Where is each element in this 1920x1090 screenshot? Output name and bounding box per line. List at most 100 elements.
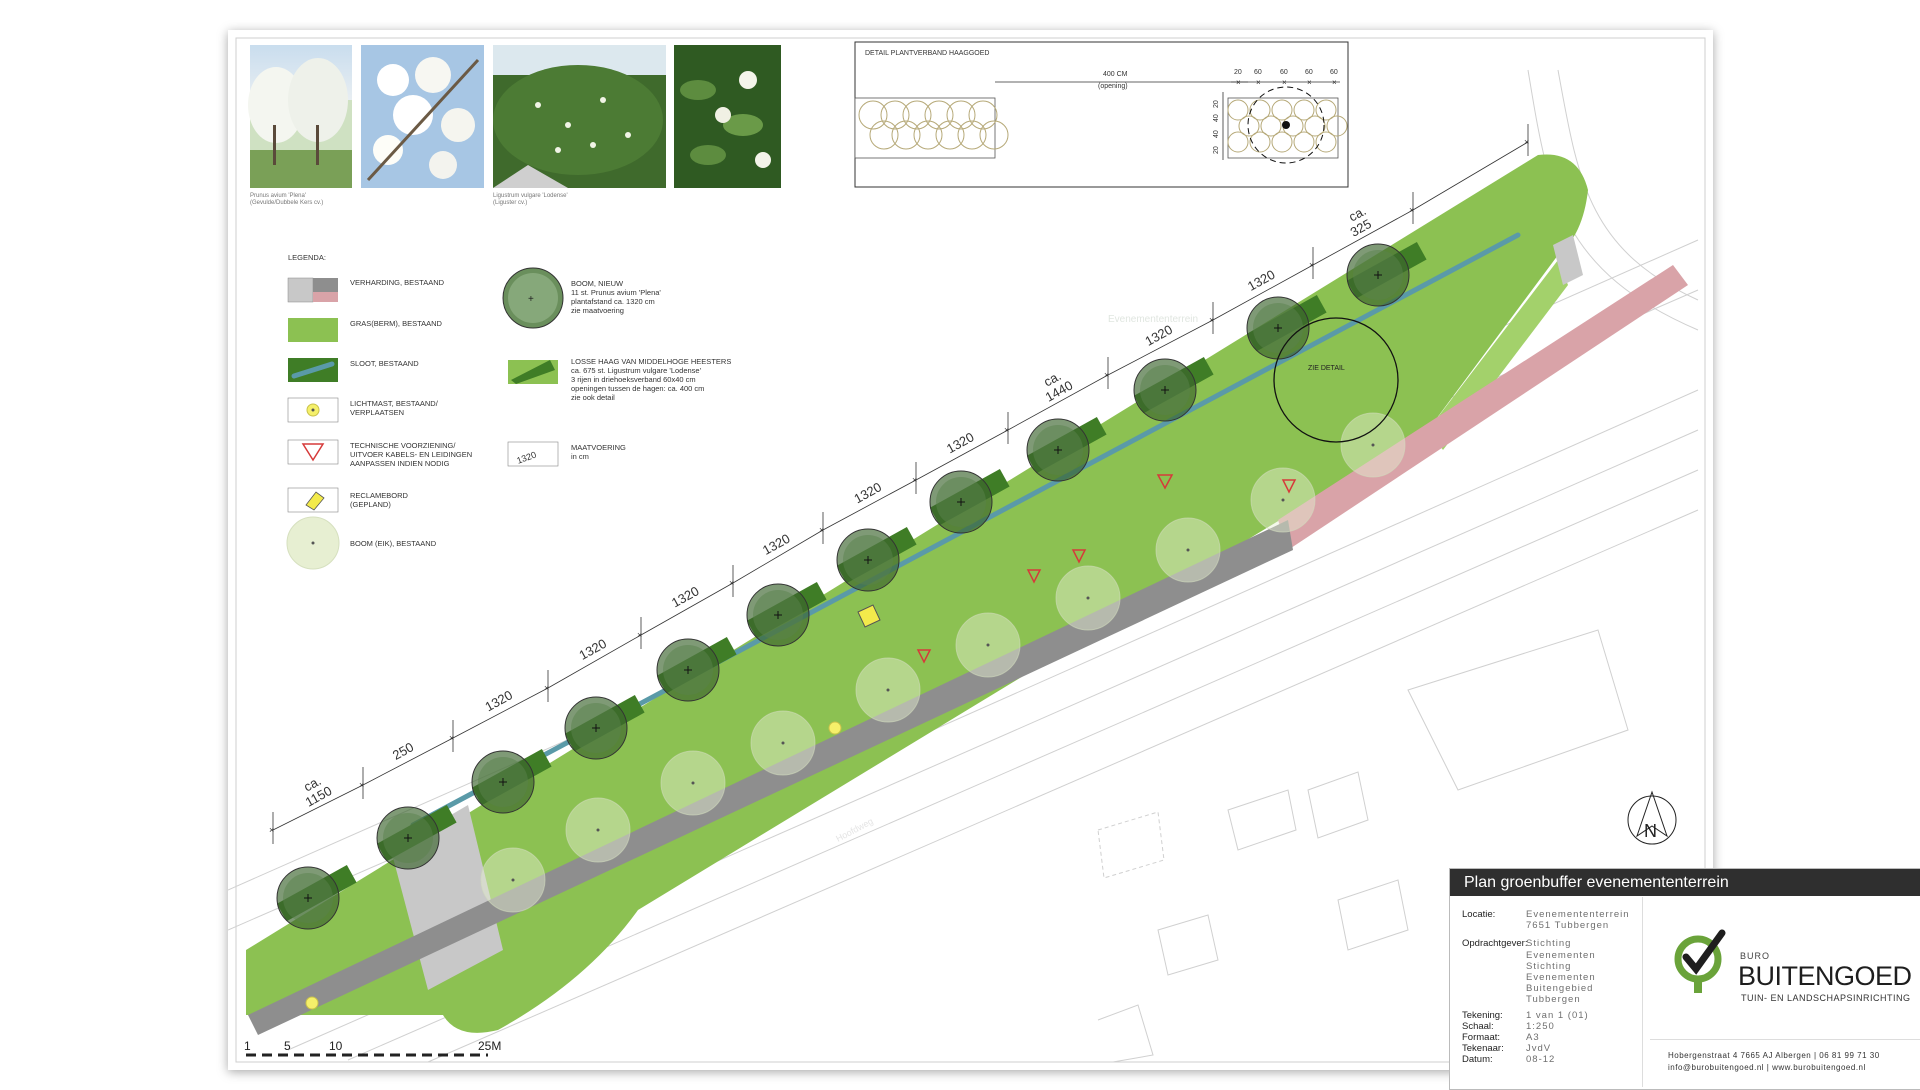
photo-prunus-2 <box>361 45 484 188</box>
legend-haag-text: openingen tussen de hagen: ca. 400 cm <box>571 384 704 393</box>
swatch-haag <box>508 360 558 384</box>
sheet-border <box>235 37 1706 1063</box>
legend-haag-text: LOSSE HAAG VAN MIDDELHOGE HEESTERS <box>571 357 731 366</box>
photo-caption-prunus-2: (Gevulde/Dubbele Kers cv.) <box>250 200 323 206</box>
info-schaal: Schaal: 1:250 <box>1462 1020 1555 1032</box>
swatch-sloot <box>288 358 338 382</box>
photo-caption-prunus-1: Prunus avium 'Plena' <box>250 193 306 199</box>
new-tree <box>1246 296 1310 360</box>
legend-boom-eik-text: BOOM (EIK), BESTAAND <box>350 539 437 548</box>
svg-text:×: × <box>1256 78 1261 87</box>
detail-top-dimension: 20 <box>1234 69 1242 76</box>
svg-text:×: × <box>1524 137 1529 147</box>
photo-ligustrum-1 <box>493 45 666 188</box>
gray-pavement <box>248 520 1293 1035</box>
map-label-evenemententerrein: Evenemententerrein <box>1108 314 1198 325</box>
plan-drawing: ××××××××××××××ca.11502501320132013201320… <box>228 37 1706 1063</box>
svg-text:×: × <box>1309 260 1314 270</box>
swatch-boom-eik <box>286 516 340 570</box>
svg-text:×: × <box>1332 78 1337 87</box>
swatch-gras <box>288 318 338 342</box>
legend-technisch-text: TECHNISCHE VOORZIENING/ <box>350 441 456 450</box>
info-divider <box>1642 897 1643 1087</box>
dimension-label: 1320 <box>851 479 884 506</box>
dimension-label: 1320 <box>760 531 793 558</box>
logo-name: BUITENGOED <box>1738 961 1912 991</box>
swatch-reclamebord <box>287 487 339 513</box>
photo-ligustrum-2 <box>674 45 781 188</box>
detail-reference-circle <box>1273 317 1399 443</box>
swatch-maatvoering: 1320 <box>507 441 559 467</box>
lamp-1 <box>305 996 319 1010</box>
swatch-technisch <box>287 439 339 465</box>
legend-technisch-text: AANPASSEN INDIEN NODIG <box>350 459 450 468</box>
pink-path <box>1278 265 1688 550</box>
svg-text:×: × <box>819 525 824 535</box>
dimension-label: 1320 <box>669 583 702 610</box>
new-tree <box>656 638 720 702</box>
new-tree <box>1133 358 1197 422</box>
dimension-label: ca.1440 <box>1036 365 1075 404</box>
detail-top-dimension: 60 <box>1305 69 1313 76</box>
photo-prunus-1 <box>248 45 352 188</box>
svg-text:×: × <box>1104 370 1109 380</box>
detail-reference-label: ZIE DETAIL <box>1308 365 1345 372</box>
legend-reclamebord-text: RECLAMEBORD <box>350 491 409 500</box>
svg-text:×: × <box>544 683 549 693</box>
existing-oaks <box>480 412 1406 913</box>
legend-lichtmast-text: LICHTMAST, BESTAAND/ <box>350 399 439 408</box>
legend-maatvoering-text: MAATVOERING <box>571 443 626 452</box>
scale-label-1: 1 <box>244 1039 251 1053</box>
dimension-label: ca.1150 <box>296 771 335 810</box>
detail-opening-value: 400 CM <box>1103 71 1128 78</box>
photo-caption-ligustrum-1: Ligustrum vulgare 'Lodense' <box>493 193 568 199</box>
legend-boom-nieuw-text: plantafstand ca. 1320 cm <box>571 297 655 306</box>
info-tekening: Tekening: 1 van 1 (01) <box>1462 1009 1589 1021</box>
contact-info: Hobergenstraat 4 7665 AJ Albergen | 06 8… <box>1668 1050 1880 1074</box>
legend-haag-text: ca. 675 st. Ligustrum vulgare 'Lodense' <box>571 366 702 375</box>
scale-label-5: 5 <box>284 1039 291 1053</box>
dimension-label: ca.325 <box>1341 203 1375 240</box>
new-tree <box>564 696 628 760</box>
company-logo: BURO BUITENGOED TUIN- EN LANDSCHAPSINRIC… <box>1650 901 1920 1031</box>
detail-side-dimension: 20 <box>1213 100 1220 108</box>
new-tree <box>746 583 810 647</box>
north-arrow: N <box>1627 790 1677 845</box>
title-block: Plan groenbuffer evenemententerrein Loca… <box>1449 868 1920 1090</box>
detail-top-dimension: 60 <box>1330 69 1338 76</box>
svg-text:×: × <box>449 733 454 743</box>
detail-box: DETAIL PLANTVERBAND HAAGGOED 400 CM (ope… <box>854 41 1349 188</box>
new-tree <box>929 470 993 534</box>
info-tekenaar: Tekenaar: JvdV <box>1462 1043 1552 1055</box>
swatch-lichtmast <box>287 397 339 423</box>
new-trees <box>276 243 1410 930</box>
legend-technisch-text: UITVOER KABELS- EN LEIDINGEN <box>350 450 472 459</box>
new-tree <box>1346 243 1410 307</box>
billboard <box>857 604 881 628</box>
lamp-2 <box>828 721 842 735</box>
detail-side-dimension: 40 <box>1213 114 1220 122</box>
dimension-label: 1320 <box>1245 267 1278 294</box>
svg-text:×: × <box>359 780 364 790</box>
svg-text:×: × <box>1004 425 1009 435</box>
svg-text:×: × <box>637 630 642 640</box>
svg-text:×: × <box>1236 78 1241 87</box>
logo-subtitle: TUIN- EN LANDSCHAPSINRICHTING <box>1741 993 1911 1003</box>
north-label: N <box>1644 821 1657 841</box>
swatch-verharding <box>287 277 338 303</box>
legend-boom-nieuw-text: zie maatvoering <box>571 306 624 315</box>
legend-haag-text: 3 rijen in driehoeksverband 60x40 cm <box>571 375 696 384</box>
dimension-label: 1320 <box>944 429 977 456</box>
detail-opening-label: (opening) <box>1098 83 1128 90</box>
new-tree <box>471 750 535 814</box>
info-formaat: Formaat: A3 <box>1462 1032 1540 1044</box>
technical-markers <box>916 474 1297 664</box>
detail-title: DETAIL PLANTVERBAND HAAGGOED <box>865 50 989 57</box>
info-datum: Datum: 08-12 <box>1462 1054 1556 1066</box>
svg-text:×: × <box>1282 78 1287 87</box>
info-opdrachtgever: Opdrachtgever: Stichting Evenementen Sti… <box>1462 938 1596 1006</box>
svg-text:×: × <box>1409 205 1414 215</box>
contact-address: Hobergenstraat 4 7665 AJ Albergen | 06 8… <box>1668 1051 1880 1060</box>
swatch-boom-nieuw: + <box>502 267 564 329</box>
